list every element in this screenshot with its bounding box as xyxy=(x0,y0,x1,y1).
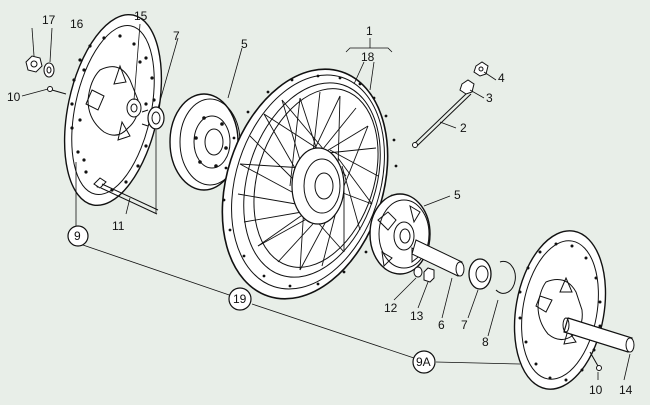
bolt-11 xyxy=(93,177,159,215)
callout-labels: 17 16 10 15 7 5 1 18 4 3 2 5 11 9 19 9A … xyxy=(7,9,633,397)
left-disc-carrier xyxy=(85,64,139,141)
right-brake-disc xyxy=(513,230,607,390)
valve-cap-4 xyxy=(473,61,489,77)
callout-10-right: 10 xyxy=(589,383,603,397)
valve-nut-3 xyxy=(459,79,475,95)
callout-circle-19 xyxy=(228,287,252,311)
callout-12: 12 xyxy=(384,301,398,315)
callout-10-left: 10 xyxy=(7,90,21,104)
callout-8: 8 xyxy=(482,335,489,349)
bolt-10-right xyxy=(589,351,602,371)
callout-15: 15 xyxy=(134,9,148,23)
callout-3: 3 xyxy=(486,91,493,105)
callout-6: 6 xyxy=(438,318,445,332)
hub-flange-right xyxy=(369,193,431,275)
callout-14: 14 xyxy=(619,383,633,397)
wheel-hub xyxy=(291,147,345,225)
washer-16 xyxy=(43,62,55,78)
spoked-wheel-rim xyxy=(221,68,398,300)
valve-stem-2 xyxy=(412,91,472,148)
callout-7-right: 7 xyxy=(461,318,468,332)
nut-13 xyxy=(423,267,435,283)
spacer-6 xyxy=(411,239,465,277)
callout-2: 2 xyxy=(460,121,467,135)
callout-17: 17 xyxy=(42,13,56,27)
callout-18: 18 xyxy=(361,50,375,64)
washer-12 xyxy=(413,266,423,278)
bearing-7-right xyxy=(468,258,492,290)
callout-9: 9 xyxy=(74,229,81,243)
callout-16: 16 xyxy=(70,17,84,31)
callout-7-left: 7 xyxy=(173,29,180,43)
circlip-8 xyxy=(495,260,516,294)
callout-19: 19 xyxy=(233,292,247,306)
callout-5-right: 5 xyxy=(454,188,461,202)
bolt-10-left xyxy=(47,86,67,95)
callout-5-left: 5 xyxy=(241,37,248,51)
callout-13: 13 xyxy=(410,309,424,323)
callout-9a: 9A xyxy=(416,355,431,369)
bearing-7-left xyxy=(141,106,165,130)
nut-17 xyxy=(25,55,43,73)
callout-11: 11 xyxy=(112,219,125,233)
callout-4: 4 xyxy=(498,71,505,85)
callout-circle-9a xyxy=(412,350,436,374)
axle-14 xyxy=(562,317,635,353)
callout-1: 1 xyxy=(366,24,373,38)
bearing-15 xyxy=(126,98,142,118)
leader-lines xyxy=(21,23,631,381)
callout-circle-9 xyxy=(67,225,89,247)
